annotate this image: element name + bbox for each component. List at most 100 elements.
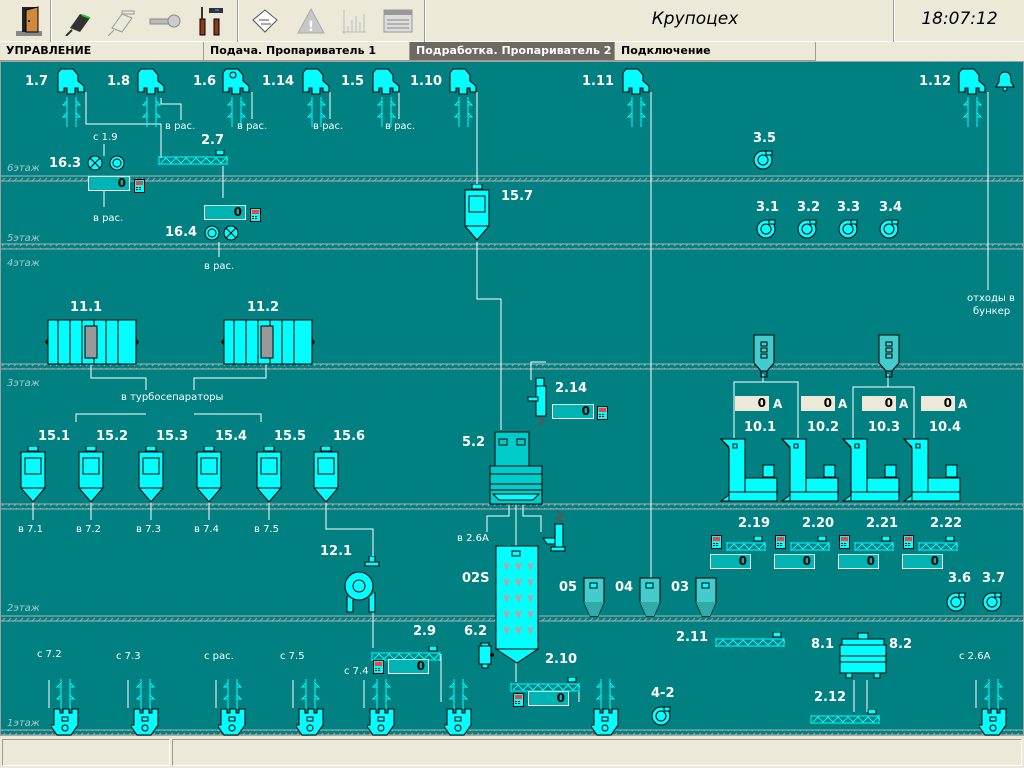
separator-11-2[interactable] <box>221 318 315 370</box>
tab-feed-steamer-1[interactable]: Подача. Пропариватель 1 <box>204 42 410 61</box>
label-2-19: 2.19 <box>738 516 771 531</box>
elevator-head-icon[interactable] <box>137 68 167 134</box>
bell-icon[interactable] <box>994 70 1016 96</box>
machine-10-2[interactable] <box>780 438 842 506</box>
label-15-5: 15.5 <box>274 429 307 444</box>
elevator-boot-icon[interactable] <box>294 679 326 743</box>
screw-conveyor-2-20[interactable] <box>790 535 834 556</box>
key-icon[interactable] <box>148 4 182 38</box>
elevator-head-icon[interactable] <box>449 68 479 134</box>
elevator-head-icon[interactable] <box>57 68 87 134</box>
machine-10-3[interactable] <box>841 438 903 506</box>
calculator-icon[interactable] <box>711 534 722 553</box>
hopper-icon[interactable] <box>753 334 775 383</box>
steamer-02s[interactable] <box>494 544 540 669</box>
cyclone-15-4[interactable] <box>196 445 222 508</box>
pump-12-1[interactable] <box>341 555 381 618</box>
report-icon[interactable] <box>248 4 282 38</box>
note-from-1-9: с 1.9 <box>93 132 118 143</box>
calculator-icon[interactable] <box>597 405 608 424</box>
cyclone-15-7[interactable] <box>464 183 490 246</box>
alarm-warning-icon[interactable]: ! <box>294 4 328 38</box>
elevator-boot-icon[interactable] <box>442 679 474 743</box>
current-10-4: 0 <box>921 396 955 411</box>
elevator-boot-icon[interactable] <box>977 679 1009 743</box>
label-10-3: 10.3 <box>868 420 901 435</box>
separator-11-1[interactable] <box>45 318 139 370</box>
label-02s: 02S <box>462 571 490 586</box>
cyclone-15-5[interactable] <box>256 445 282 508</box>
screw-conveyor-2-11[interactable] <box>715 631 789 652</box>
cyclone-15-3[interactable] <box>138 445 164 508</box>
tab-connection[interactable]: Подключение <box>615 42 816 61</box>
machine-10-1[interactable] <box>719 438 781 506</box>
screw-conveyor-2-12[interactable] <box>810 708 884 729</box>
tab-processing-steamer-2[interactable]: Подработка. Пропариватель 2 <box>410 42 615 61</box>
fan-3-2-icon[interactable] <box>797 219 817 243</box>
elevator-head-icon[interactable] <box>372 68 402 134</box>
machine-8-1-8-2[interactable] <box>838 632 888 684</box>
floor-label-6: 6этаж <box>7 163 40 174</box>
fan-3-1-icon[interactable] <box>756 219 776 243</box>
calculator-icon[interactable] <box>250 207 261 226</box>
label-03: 03 <box>671 580 690 595</box>
calculator-icon[interactable] <box>839 534 850 553</box>
trend-chart-icon[interactable] <box>336 4 370 38</box>
disconnect-plug-icon[interactable] <box>104 4 138 38</box>
screw-conveyor-2-22[interactable] <box>918 535 962 556</box>
fan-3-7-icon[interactable] <box>982 592 1002 616</box>
fan-3-5-icon[interactable] <box>753 150 773 174</box>
hopper-icon[interactable] <box>878 334 900 383</box>
calculator-icon[interactable] <box>513 692 524 711</box>
screw-conveyor-2-7[interactable] <box>158 149 232 170</box>
note-from-7-3: с 7.3 <box>116 651 141 662</box>
elevator-head-icon[interactable] <box>302 68 332 134</box>
machine-5-2[interactable] <box>489 430 543 510</box>
elevator-head-icon[interactable] <box>222 68 252 134</box>
table-icon[interactable] <box>381 4 415 38</box>
motor-6-2[interactable] <box>478 642 494 674</box>
valve-open-icon[interactable] <box>109 155 125 175</box>
fan-3-6-icon[interactable] <box>946 592 966 616</box>
label-1-7: 1.7 <box>25 74 49 89</box>
mimic-diagram: 6этаж 5этаж 4этаж 3этаж 2этаж 1этаж 1.7 … <box>0 61 1024 736</box>
screw-conveyor-2-21[interactable] <box>854 535 898 556</box>
pneumatic-lift-2-14[interactable] <box>526 377 552 431</box>
valve-closed-icon[interactable] <box>87 155 103 175</box>
label-15-7: 15.7 <box>501 189 534 204</box>
status-bar <box>0 737 1024 768</box>
tab-control[interactable]: УПРАВЛЕНИЕ <box>0 42 204 61</box>
calculator-icon[interactable] <box>134 178 145 197</box>
cyclone-15-6[interactable] <box>313 445 339 508</box>
fan-3-3-icon[interactable] <box>838 219 858 243</box>
machine-10-4[interactable] <box>902 438 964 506</box>
elevator-head-icon[interactable] <box>958 68 988 134</box>
cyclone-15-1[interactable] <box>20 445 46 508</box>
screw-conveyor-2-19[interactable] <box>726 535 770 556</box>
elevator-head-icon[interactable] <box>622 68 652 134</box>
label-1-14: 1.14 <box>262 74 295 89</box>
elevator-boot-icon[interactable] <box>216 679 248 743</box>
valve-closed-icon[interactable] <box>223 225 239 245</box>
calculator-icon[interactable] <box>373 659 384 678</box>
bin-04[interactable] <box>639 577 661 627</box>
pneumatic-lift-icon[interactable] <box>541 510 569 556</box>
exit-door-icon[interactable] <box>12 4 46 38</box>
note-from-7-2: с 7.2 <box>37 649 62 660</box>
bin-05[interactable] <box>583 577 605 627</box>
elevator-boot-icon[interactable] <box>49 679 81 743</box>
calculator-icon[interactable] <box>903 534 914 553</box>
bin-03[interactable] <box>695 577 717 627</box>
connect-plug-icon[interactable] <box>62 4 96 38</box>
fan-4-2-icon[interactable] <box>651 706 671 730</box>
valve-open-icon[interactable] <box>204 225 220 245</box>
fan-3-4-icon[interactable] <box>879 219 899 243</box>
tools-icon[interactable] <box>193 4 227 38</box>
elevator-boot-icon[interactable] <box>589 679 621 743</box>
svg-text:!: ! <box>308 19 314 35</box>
elevator-boot-icon[interactable] <box>365 679 397 743</box>
status-panel-left <box>2 739 170 766</box>
cyclone-15-2[interactable] <box>78 445 104 508</box>
calculator-icon[interactable] <box>775 534 786 553</box>
elevator-boot-icon[interactable] <box>129 679 161 743</box>
